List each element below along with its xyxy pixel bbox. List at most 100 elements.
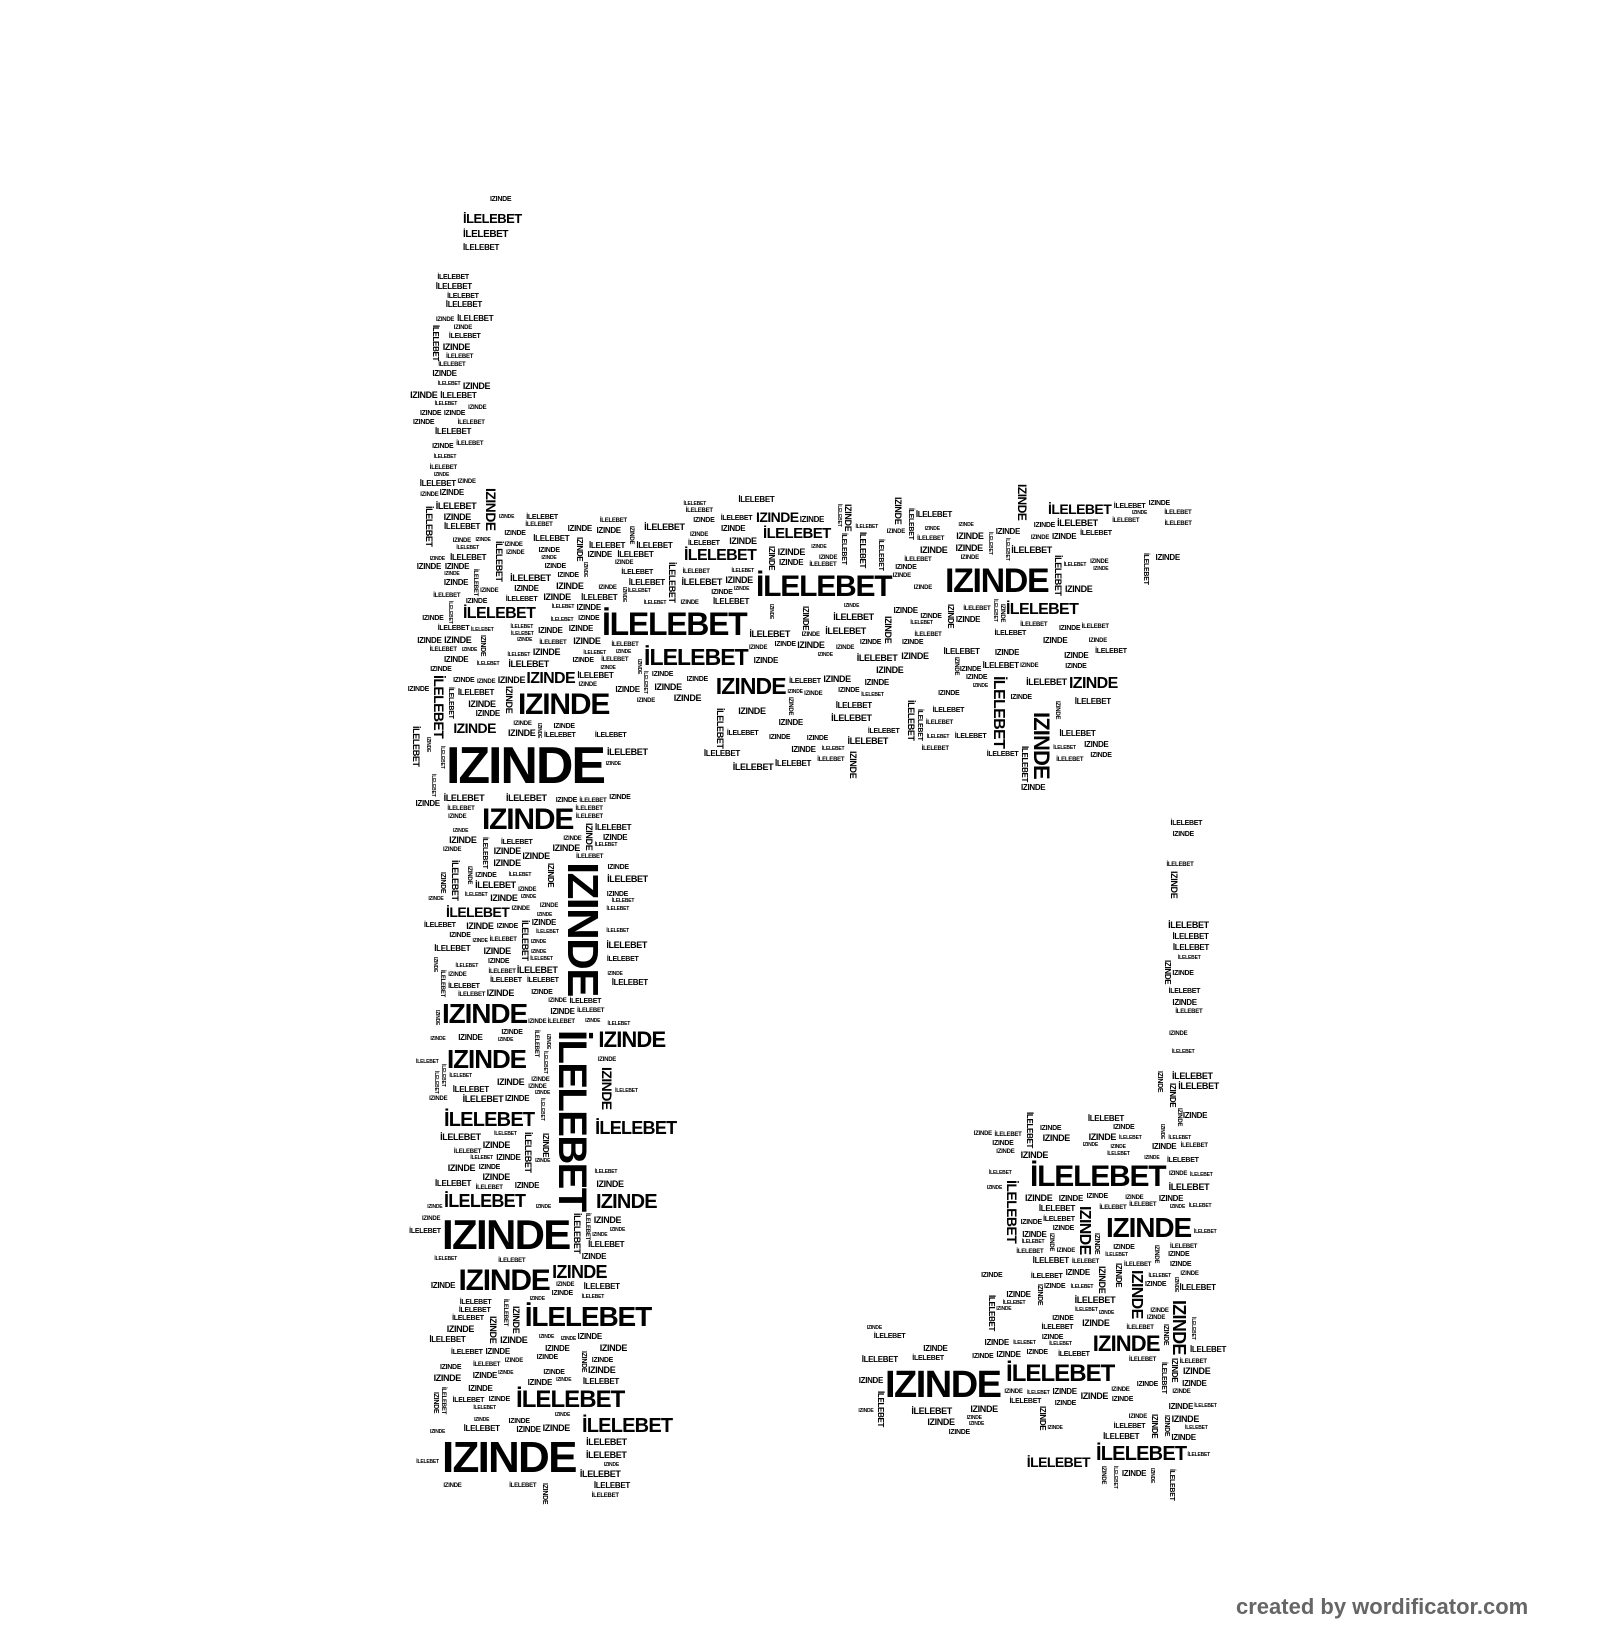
word-small: İLELEBET (585, 1450, 627, 1461)
word-small: IZINDE (540, 1483, 548, 1505)
word-small: İLELEBET (809, 562, 837, 569)
word-large: İLELEBET (582, 1415, 673, 1437)
word-small: İLELEBET (493, 540, 504, 582)
word-small: İLELEBET (448, 332, 481, 340)
word-small: IZINDE (1100, 1465, 1107, 1485)
word-small: İLELEBET (476, 661, 500, 668)
word-small: IZINDE (1144, 1154, 1160, 1161)
word-large: İLELEBET (1026, 1453, 1091, 1470)
word-small: İLELEBET (435, 500, 477, 511)
word-small: İLELEBET (437, 274, 469, 282)
word-small: IZINDE (801, 605, 811, 630)
word-large: İLELEBET (444, 1109, 535, 1131)
word-small: IZINDE (1054, 700, 1061, 719)
word-small: IZINDE (753, 655, 779, 665)
word-small: İLELEBET (457, 688, 495, 698)
word-small: İLELEBET (576, 853, 604, 860)
word-small: IZINDE (1168, 1402, 1194, 1411)
word-small: İLELEBET (683, 500, 707, 507)
word-small: IZINDE (1065, 663, 1087, 671)
word-small: IZINDE (1090, 558, 1109, 565)
word-small: IZINDE (1175, 1108, 1182, 1127)
word-small: IZINDE (958, 521, 974, 528)
word-small: İLELEBET (954, 733, 987, 741)
word-small: IZINDE (556, 581, 584, 592)
word-small: İLELEBET (606, 927, 629, 934)
word-small: IZINDE (444, 635, 472, 646)
word-small: İLELEBET (1087, 1113, 1124, 1123)
word-small: IZINDE (504, 1358, 523, 1365)
word-small: IZINDE (920, 612, 942, 620)
word-small: İLELEBET (906, 700, 917, 741)
word-small: İLELEBET (569, 997, 602, 1005)
word-small: IZINDE (453, 324, 473, 331)
word-small: İLELEBET (1011, 544, 1052, 555)
word-small: IZINDE (1043, 1282, 1066, 1290)
word-small: IZINDE (1082, 1317, 1110, 1328)
word-small: İLELEBET (1053, 744, 1076, 751)
word-large: IZINDE (446, 737, 606, 795)
word-small: IZINDE (1169, 1031, 1188, 1038)
word-small: İLELEBET (988, 1170, 1012, 1177)
word-large: IZINDE (756, 509, 799, 525)
word-small: IZINDE (605, 760, 621, 767)
word-large: İLELEBET (763, 525, 831, 542)
word-small: IZINDE (538, 547, 560, 555)
word-small: IZINDE (417, 635, 442, 645)
word-small: İLELEBET (861, 1354, 898, 1364)
word-small: İLELEBET (1016, 1249, 1044, 1256)
word-small: İLELEBET (615, 1088, 638, 1095)
word-small: İLELEBET (551, 603, 575, 610)
word-small: İLELEBET (1167, 1157, 1199, 1165)
word-small: IZINDE (517, 636, 533, 643)
word-small: IZINDE (1088, 1132, 1117, 1143)
word-small: IZINDE (1022, 1229, 1047, 1239)
word-small: İLELEBET (636, 540, 673, 550)
word-small: İLELEBET (594, 1168, 618, 1175)
word-small: İLELEBET (856, 653, 898, 664)
word-small: IZINDE (996, 1306, 1012, 1313)
word-small: İLELEBET (536, 929, 559, 936)
word-small: IZINDE (847, 750, 858, 779)
word-small: IZINDE (475, 709, 501, 719)
word-small: IZINDE (615, 685, 640, 695)
word-small: IZINDE (607, 864, 629, 872)
word-small: İLELEBET (547, 1018, 575, 1025)
word-large: IZINDE (552, 1261, 607, 1282)
word-small: İLELEBET (434, 400, 458, 407)
word-small: IZINDE (804, 690, 823, 697)
word-small: İLELEBET (606, 940, 647, 951)
word-small: IZINDE (1025, 1192, 1053, 1203)
word-small: IZINDE (774, 641, 797, 649)
word-small: İLELEBET (611, 898, 635, 905)
word-small: İLELEBET (601, 657, 629, 664)
word-small: IZINDE (1113, 1124, 1135, 1132)
word-small: İLELEBET (449, 860, 460, 902)
word-small: IZINDE (972, 1352, 994, 1360)
word-small: İLELEBET (583, 1212, 590, 1240)
word-small: IZINDE (680, 600, 699, 607)
word-small: IZINDE (693, 517, 715, 525)
word-small: IZINDE (429, 1095, 448, 1102)
word-small: İLELEBET (982, 661, 1019, 671)
word-large: İLELEBET (990, 676, 1007, 749)
word-small: IZINDE (457, 478, 476, 485)
word-small: IZINDE (959, 665, 982, 673)
word-small: IZINDE (449, 835, 477, 846)
word-small: IZINDE (1168, 1251, 1190, 1259)
word-small: IZINDE (654, 681, 682, 692)
word-small: IZINDE (1030, 535, 1050, 542)
word-small: IZINDE (578, 681, 597, 688)
word-small: IZINDE (838, 686, 860, 694)
word-large: IZINDE (483, 488, 499, 531)
word-small: IZINDE (544, 563, 567, 571)
word-small: IZINDE (1150, 1413, 1160, 1439)
word-small: IZINDE (1052, 1315, 1074, 1323)
word-small: İLELEBET (1107, 1150, 1130, 1157)
word-small: IZINDE (443, 578, 469, 588)
word-small: IZINDE (1037, 1406, 1047, 1431)
credit-text[interactable]: created by wordificator.com (1236, 1594, 1529, 1619)
word-small: IZINDE (599, 1342, 628, 1353)
word-small: İLELEBET (749, 629, 790, 640)
word-small: IZINDE (603, 1461, 620, 1468)
